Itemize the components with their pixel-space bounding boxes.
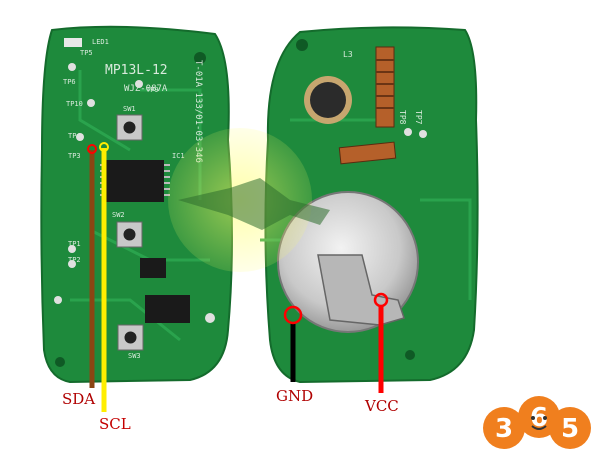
tp-label: TP5 [80,49,93,57]
right-pcb: L3 TP8 TP7 [260,26,479,384]
tp-label: TP6 [63,78,76,86]
tp-label: LED1 [92,38,109,46]
logo-digit: 5 [561,414,579,444]
vcc-pad-marker [373,292,389,308]
tp-label: TP10 [66,100,83,108]
logo-digit: 3 [495,414,513,444]
watermark-logo [168,128,330,272]
right-testpoint-labels: L3 TP8 TP7 [343,50,423,125]
gnd-label: GND [276,387,313,405]
vcc-label: VCC [364,397,399,415]
tp-label: SW3 [128,352,141,360]
sda-pad-marker [87,144,97,154]
logo-digit: 6 [530,403,548,433]
left-testpoint-labels: LED1 TP5 TP6 TP9 TP10 SW1 TP4 TP3 IC1 SW… [63,38,185,360]
board-side-text: T-01A 133/01-03-346 [193,60,203,163]
sda-label: SDA [62,390,95,408]
tp-label: TP1 [68,240,81,248]
tp-label: IC1 [172,152,185,160]
tp-label: TP8 [398,110,407,125]
ic1-chip [106,160,164,202]
tp-label: TP7 [414,110,423,125]
tp-label: SW1 [123,105,136,113]
tp-label: TP4 [68,132,81,140]
scl-label: SCL [99,415,131,433]
wires [87,142,389,412]
scl-pad-marker [99,142,109,152]
led1-component [64,38,82,47]
tp-label: TP2 [68,256,81,264]
sw1-button [123,121,136,134]
sw2-button [123,228,136,241]
tp-label: L3 [343,50,353,59]
tp-label: SW2 [112,211,125,219]
sw3-button [124,331,137,344]
brand-logo: 3 6 5 [483,396,591,449]
board-subtitle-text: WJZ-087A [124,84,168,94]
board-model-text: MP13L-12 [105,63,168,78]
tp-label: TP9 [146,86,159,94]
gnd-pad-marker [283,305,303,325]
tp-label: TP3 [68,152,81,160]
left-pcb: MP13L-12 WJZ-087A T-01A 133/01-03-346 LE… [40,25,233,384]
